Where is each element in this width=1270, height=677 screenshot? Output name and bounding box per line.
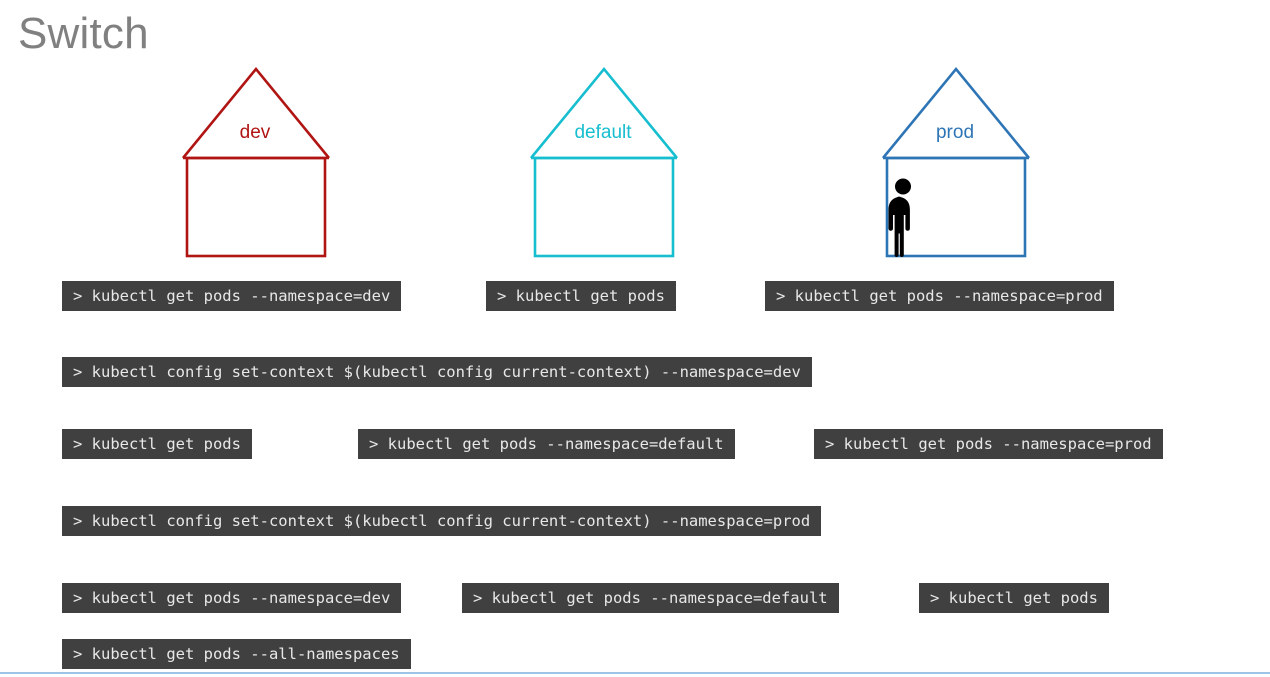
house-prod-roof (881, 66, 1031, 159)
footer-divider (0, 672, 1270, 674)
house-default-shape (529, 66, 679, 258)
house-prod-shape (881, 66, 1031, 258)
command-bar-r3-default[interactable]: > kubectl get pods --namespace=default (358, 429, 735, 459)
page-title: Switch (18, 9, 149, 58)
command-bar-set-context-prod[interactable]: > kubectl config set-context $(kubectl c… (62, 506, 822, 536)
house-dev: dev (155, 62, 355, 262)
house-prod: prod (855, 62, 1055, 262)
command-bar-set-context-dev[interactable]: > kubectl config set-context $(kubectl c… (62, 357, 812, 387)
command-bar-r1-dev[interactable]: > kubectl get pods --namespace=dev (62, 281, 402, 311)
house-default-body (533, 156, 675, 258)
person-icon (888, 178, 911, 257)
house-dev-label: dev (239, 122, 271, 143)
house-dev-shape (181, 66, 331, 258)
house-prod-label: prod (935, 122, 975, 143)
command-bar-r5-dev[interactable]: > kubectl get pods --namespace=dev (62, 583, 402, 613)
house-dev-body (185, 156, 327, 258)
command-bar-r5-prod[interactable]: > kubectl get pods (919, 583, 1109, 613)
command-bar-r5-default[interactable]: > kubectl get pods --namespace=default (462, 583, 839, 613)
house-default-label: default (574, 122, 632, 143)
command-bar-r3-prod[interactable]: > kubectl get pods --namespace=prod (814, 429, 1163, 459)
house-dev-roof (181, 66, 331, 159)
house-prod-body (885, 156, 1027, 258)
house-default-roof (529, 66, 679, 159)
command-bar-r1-default[interactable]: > kubectl get pods (486, 281, 676, 311)
house-default: default (503, 62, 703, 262)
command-bar-r1-prod[interactable]: > kubectl get pods --namespace=prod (765, 281, 1114, 311)
command-bar-r3-dev[interactable]: > kubectl get pods (62, 429, 252, 459)
command-bar-all-namespaces[interactable]: > kubectl get pods --all-namespaces (62, 639, 411, 669)
